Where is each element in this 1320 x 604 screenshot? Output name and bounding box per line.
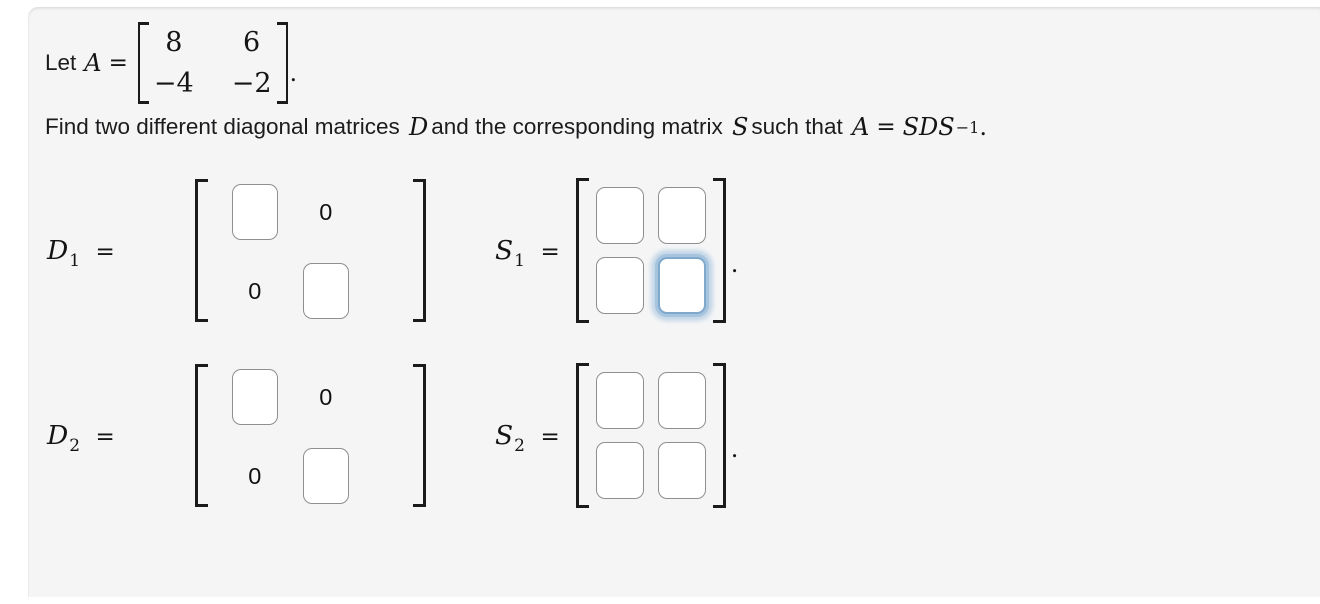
instruction-text-2: and the corresponding matrix [431, 114, 729, 139]
instruction-line: Find two different diagonal matrices D a… [45, 110, 987, 144]
matrix-a-bracket-right [276, 22, 288, 104]
instruction-math-d: D [409, 113, 429, 141]
instruction-equals: = [876, 114, 896, 140]
s2-input-r1c2[interactable] [657, 371, 706, 429]
d1-letter: D [47, 234, 69, 266]
d2-letter: D [47, 419, 69, 451]
answer-row-s2: S2 = . [495, 361, 738, 509]
d2-input-r1c1[interactable] [231, 369, 278, 425]
s2-input-r1c1[interactable] [595, 371, 644, 429]
s2-letter: S [495, 419, 514, 451]
s2-bracket-right [712, 362, 726, 508]
d2-bracket-left [194, 363, 208, 507]
instruction-text-1: Find two different diagonal matrices [45, 114, 407, 139]
answer-row-d2: D2 = 0 0 [47, 362, 426, 508]
lead-text: Let [45, 50, 77, 75]
matrix-a-cell-r1c2: 6 [243, 27, 261, 58]
s2-grid [589, 363, 713, 508]
d2-zero-r1c2: 0 [319, 383, 333, 410]
matrix-a-grid: 8 6 −4 −2 [149, 22, 277, 104]
s1-subscript: 1 [514, 250, 525, 271]
instruction-text-3: such that [751, 114, 849, 139]
answer-row-d1: D1 = 0 0 [47, 177, 426, 323]
d1-zero-r2c1: 0 [248, 277, 262, 304]
d1-subscript: 1 [69, 250, 81, 271]
s1-equals: = [540, 238, 560, 265]
matrix-a: 8 6 −4 −2 [137, 22, 288, 104]
instruction-math-sds: SDS [902, 113, 955, 141]
matrix-a-cell-r2c1: −4 [153, 68, 194, 99]
s1-label: S1 = [495, 234, 564, 271]
s1-input-r1c2[interactable] [657, 186, 706, 244]
s2-subscript: 2 [514, 435, 525, 456]
d1-input-r2c2[interactable] [302, 263, 349, 319]
s1-input-r2c1[interactable] [595, 256, 644, 314]
s2-equals: = [540, 423, 560, 450]
s1-matrix [575, 177, 726, 323]
instruction-math-a: A [851, 113, 870, 141]
s1-letter: S [495, 234, 514, 266]
d2-bracket-right [412, 363, 426, 507]
d1-input-r1c1[interactable] [231, 184, 278, 240]
s2-input-r2c2[interactable] [657, 441, 706, 499]
d1-bracket-right [412, 178, 426, 322]
d2-input-r2c2[interactable] [302, 448, 349, 504]
d1-grid: 0 0 [208, 179, 413, 322]
problem-statement-line: Let A = 8 6 −4 −2 . [45, 21, 297, 105]
d2-equals: = [95, 423, 115, 450]
s1-bracket-left [575, 177, 589, 323]
d2-subscript: 2 [69, 435, 81, 456]
s2-label: S2 = [495, 419, 564, 456]
d1-bracket-left [194, 178, 208, 322]
d2-label: D2 = [47, 419, 119, 456]
s1-grid [589, 178, 713, 323]
s2-period: . [730, 435, 739, 463]
s2-matrix [575, 362, 726, 508]
d1-equals: = [95, 238, 115, 265]
s2-bracket-left [575, 362, 589, 508]
d2-matrix: 0 0 [194, 363, 426, 507]
d1-matrix: 0 0 [194, 178, 426, 322]
matrix-a-bracket-left [137, 22, 149, 104]
answer-row-s1: S1 = . [495, 176, 738, 324]
matrix-a-name: A [84, 49, 102, 77]
instruction-math-s: S [731, 113, 749, 141]
instruction-superscript: −1 [955, 117, 980, 137]
s1-period: . [730, 250, 739, 278]
d1-label: D1 = [47, 234, 119, 271]
statement-period: . [289, 59, 298, 87]
matrix-a-cell-r2c2: −2 [231, 68, 272, 99]
matrix-a-equals: = [108, 50, 128, 76]
d2-zero-r2c1: 0 [248, 462, 262, 489]
d2-grid: 0 0 [208, 364, 413, 507]
s1-bracket-right [712, 177, 726, 323]
matrix-a-cell-r1c1: 8 [165, 27, 183, 58]
s2-input-r2c1[interactable] [595, 441, 644, 499]
instruction-period: . [979, 113, 987, 141]
s1-input-r1c1[interactable] [595, 186, 644, 244]
d1-zero-r1c2: 0 [319, 198, 333, 225]
s1-input-r2c2[interactable] [657, 256, 706, 314]
